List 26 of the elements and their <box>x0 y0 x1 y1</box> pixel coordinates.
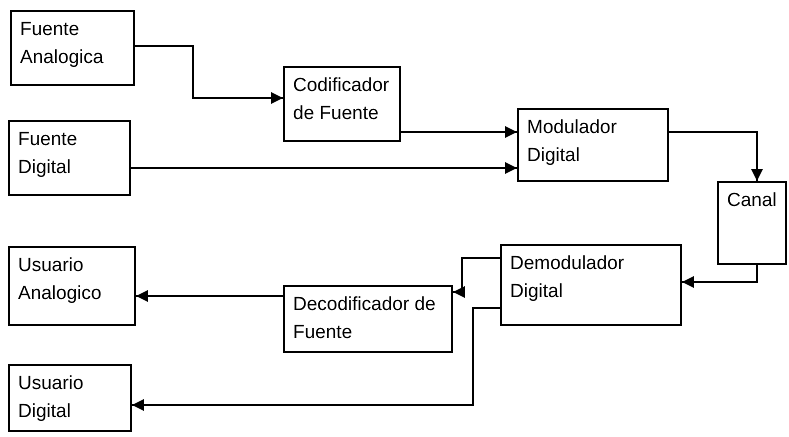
process-box <box>8 246 136 326</box>
arrow <box>136 290 283 302</box>
box-label: Fuente Analogica <box>20 18 104 70</box>
process-box <box>283 285 453 353</box>
process-box <box>517 108 669 182</box>
process-box <box>10 10 135 86</box>
arrow <box>453 257 500 298</box>
process-box <box>8 364 132 432</box>
box-label: Codificador de Fuente <box>293 74 390 126</box>
arrow <box>132 307 500 411</box>
box-label: Fuente Digital <box>18 128 78 180</box>
process-box <box>283 66 401 142</box>
arrow <box>131 162 517 174</box>
arrow <box>669 131 763 181</box>
arrow <box>682 265 758 288</box>
box-label: Usuario Analogico <box>18 254 102 306</box>
process-box <box>717 181 787 265</box>
box-label: Decodificador de Fuente <box>293 293 437 345</box>
process-box <box>8 120 131 196</box>
box-label: Canal <box>727 189 777 213</box>
process-box <box>500 244 682 326</box>
arrow <box>401 126 517 138</box>
arrow <box>135 45 283 104</box>
box-label: Demodulador Digital <box>510 252 626 304</box>
box-label: Usuario Digital <box>18 372 84 424</box>
box-label: Modulador Digital <box>527 116 618 168</box>
